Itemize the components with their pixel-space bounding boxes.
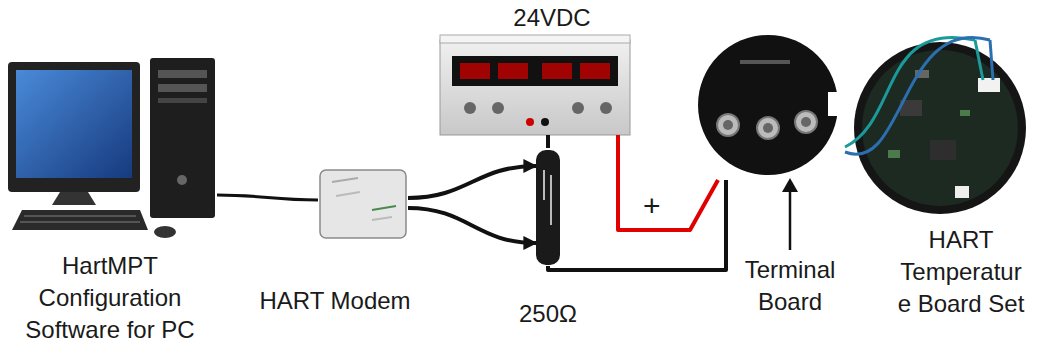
leader-arrow <box>782 178 798 250</box>
art-part <box>580 63 610 79</box>
wire-connector <box>548 135 549 148</box>
art-part <box>498 63 528 79</box>
wire-connector <box>408 208 536 243</box>
modem-node: HART Modem <box>318 168 408 240</box>
art-part <box>717 114 739 136</box>
art-part <box>52 192 96 205</box>
art-part <box>460 63 490 79</box>
wire-path <box>408 208 536 243</box>
device-caption: HART Temperatur e Board Set <box>893 224 1029 320</box>
art-part <box>723 120 733 130</box>
device-caption: HartMPT Configuration Software for PC <box>15 250 205 346</box>
art-part <box>757 117 779 139</box>
art-part <box>698 35 838 175</box>
art-part <box>975 40 983 80</box>
art-part <box>782 178 798 192</box>
art-part <box>854 42 1026 214</box>
art-part <box>801 117 811 127</box>
wire-connector <box>548 180 726 270</box>
wire-connector <box>618 135 718 230</box>
art-part <box>177 175 187 185</box>
art-part <box>789 190 792 250</box>
art-part <box>888 150 900 158</box>
art-part <box>543 170 545 200</box>
art-part <box>526 118 534 126</box>
resistor-symbol <box>536 150 560 265</box>
wire-connector <box>217 195 318 200</box>
art-part <box>990 40 993 80</box>
art-part <box>332 178 358 182</box>
art-part <box>440 35 630 43</box>
art-part <box>12 210 148 230</box>
device-caption: Terminal Board <box>735 254 845 318</box>
art-part <box>828 92 842 116</box>
art-part <box>154 226 176 238</box>
computer-node: HartMPT Configuration Software for PC <box>5 55 217 250</box>
art-part <box>150 58 215 218</box>
resistor-node: 250Ω <box>536 148 560 266</box>
art-part <box>763 123 773 133</box>
art-part <box>16 70 132 178</box>
art-part <box>20 221 140 223</box>
wire-path <box>217 195 318 200</box>
art-part <box>600 102 612 114</box>
device-caption: 250Ω <box>519 298 577 330</box>
temperature-board-node: HART Temperatur e Board Set <box>855 40 1025 218</box>
art-part <box>24 215 136 217</box>
art-part <box>930 140 956 160</box>
art-part <box>372 206 396 210</box>
wire-connector <box>408 166 536 198</box>
polarity-label: + <box>643 190 661 222</box>
art-part <box>541 118 549 126</box>
art-part <box>336 192 360 196</box>
art-part <box>795 111 817 133</box>
wire-path <box>546 135 550 148</box>
computer-illustration <box>8 58 215 238</box>
art-part <box>955 186 969 198</box>
art-part <box>862 50 1018 206</box>
device-caption: HART Modem <box>259 285 410 317</box>
art-part <box>572 102 584 114</box>
terminal-board-node: Terminal Board <box>690 35 845 180</box>
art-part <box>536 150 560 265</box>
art-part <box>492 102 504 114</box>
wire-path <box>845 37 975 147</box>
art-part <box>440 40 630 135</box>
art-part <box>158 98 207 103</box>
art-part <box>320 170 406 238</box>
terminal-board-illustration <box>698 35 842 175</box>
art-part <box>452 56 618 86</box>
device-caption: 24VDC <box>513 2 590 34</box>
art-part <box>550 175 552 225</box>
wire-path <box>618 135 718 230</box>
power-supply-illustration <box>440 35 630 135</box>
art-part <box>158 84 207 92</box>
hart-modem-illustration <box>320 170 406 238</box>
wire-path <box>548 180 726 270</box>
art-part <box>158 70 207 78</box>
art-part <box>542 63 572 79</box>
temperature-board-illustration <box>854 40 1026 214</box>
wire-path <box>845 37 990 154</box>
art-part <box>8 62 140 192</box>
art-part <box>960 110 970 116</box>
art-part <box>740 60 790 64</box>
art-part <box>978 78 1000 92</box>
art-part <box>372 217 392 220</box>
art-part <box>464 102 476 114</box>
power-supply-node: 24VDC <box>440 35 630 135</box>
wire-connector <box>845 37 990 154</box>
wire-path <box>408 166 536 198</box>
